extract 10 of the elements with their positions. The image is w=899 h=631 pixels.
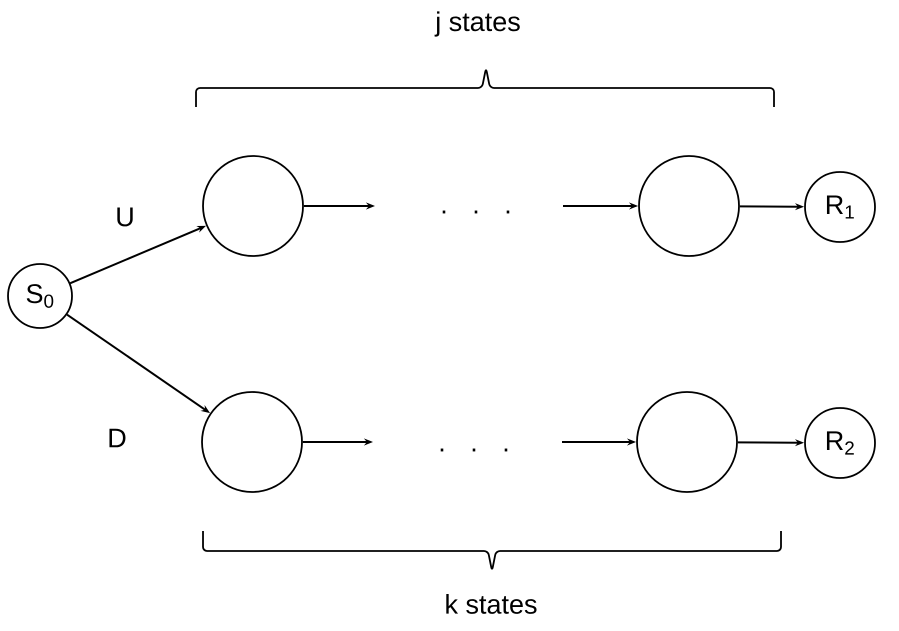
state-circle [638,155,740,257]
edge-label: D [109,428,126,448]
ellipsis: . . . [442,210,510,214]
ellipsis: . . . [440,448,508,452]
bracket-label: k states [446,594,537,614]
state-circle [636,391,738,493]
state-circle [201,391,303,493]
bracket-label: j states [434,11,520,37]
state-circle [202,155,304,257]
edge-label: U [117,208,133,226]
